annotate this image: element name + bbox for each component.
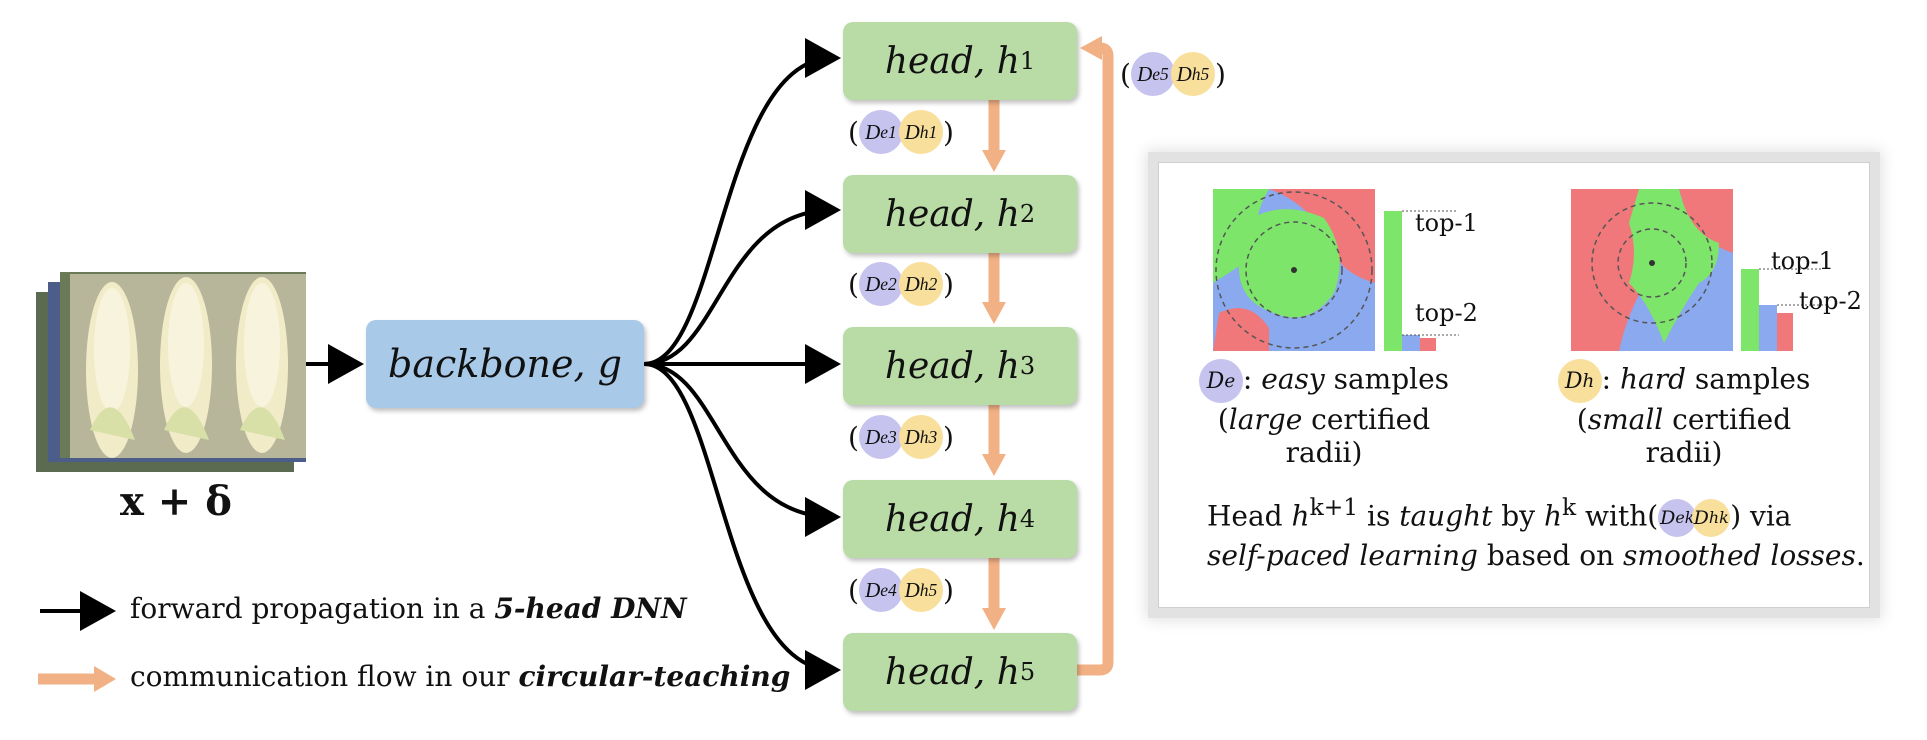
paren-close: ) xyxy=(942,573,954,607)
panel-sentence-line-2: self-paced learning based on smoothed lo… xyxy=(1207,539,1865,572)
legend-forward: forward propagation in a 5-head DNN xyxy=(130,592,687,625)
legend-forward-emph: 5-head DNN xyxy=(494,592,687,625)
paren-open: ( xyxy=(848,267,859,301)
head-label: head, h xyxy=(884,193,1020,235)
head-label: head, h xyxy=(884,345,1020,387)
head-label: head, h xyxy=(884,40,1020,82)
legend-comm-text: communication flow in our xyxy=(130,660,519,693)
backbone-label: backbone, g xyxy=(388,342,622,386)
legend-comm-arrow xyxy=(38,666,116,692)
forward-arrows xyxy=(643,38,841,690)
head-index: 2 xyxy=(1019,200,1036,228)
head-index: 3 xyxy=(1019,352,1036,380)
corn-image xyxy=(70,274,306,458)
easy-top1-label: top-1 xyxy=(1415,209,1478,237)
paren-close: ) xyxy=(942,115,954,149)
easy-top2-label: top-2 xyxy=(1415,299,1478,327)
backbone-box[interactable]: backbone, g xyxy=(366,320,644,408)
paren-close: ) xyxy=(942,420,954,454)
easy-score-bars xyxy=(1384,210,1459,351)
input-label: x + δ xyxy=(120,478,232,525)
head-index: 1 xyxy=(1019,47,1036,75)
communication-arrows xyxy=(982,36,1114,676)
panel-graphics xyxy=(1213,189,1829,351)
paren-open: ( xyxy=(848,573,859,607)
head-index: 4 xyxy=(1019,505,1036,533)
easy-region-map xyxy=(1213,189,1375,351)
paren-close: ) xyxy=(942,267,954,301)
hard-score-bars xyxy=(1741,268,1829,351)
hard-region-map xyxy=(1571,189,1733,351)
legend-comm: communication flow in our circular-teach… xyxy=(130,660,790,693)
legend-forward-text: forward propagation in a xyxy=(130,592,495,625)
head-label: head, h xyxy=(884,498,1020,540)
paren-close: ) xyxy=(1214,57,1226,91)
hard-top1-label: top-1 xyxy=(1771,247,1834,275)
head-index: 5 xyxy=(1019,658,1036,686)
paren-open: ( xyxy=(848,115,859,149)
paren-open: ( xyxy=(848,420,859,454)
legend-comm-emph: circular-teaching xyxy=(518,660,791,693)
paren-open: ( xyxy=(1120,57,1131,91)
hard-top2-label: top-2 xyxy=(1799,287,1862,315)
head-label: head, h xyxy=(884,651,1020,693)
input-image-stack xyxy=(36,272,306,472)
